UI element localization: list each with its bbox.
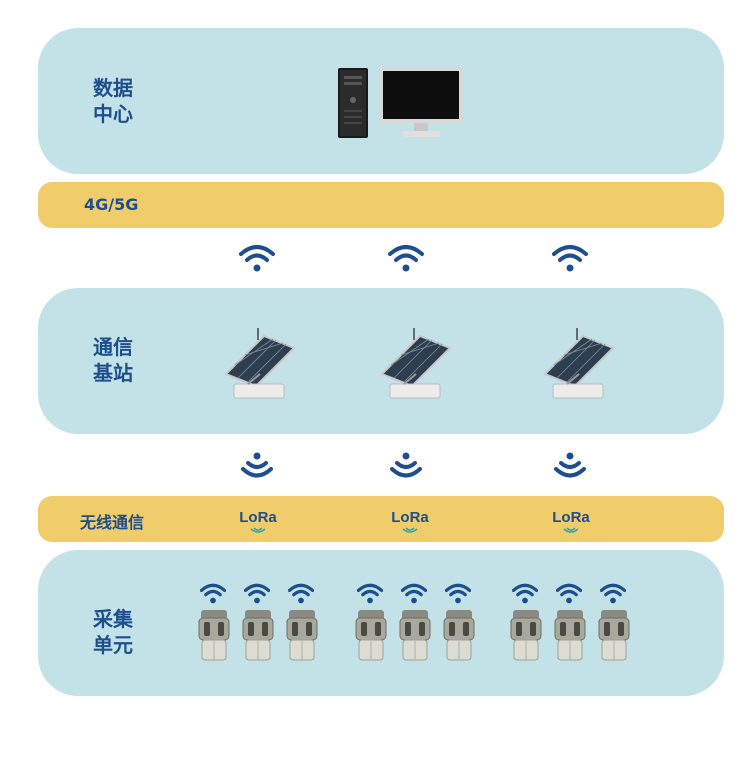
sensor-device-icon [355, 610, 387, 661]
lora-text: LoRa [239, 509, 277, 526]
base-station-label: 通信 基站 [93, 334, 133, 386]
lora-text: LoRa [552, 509, 590, 526]
wifi-icon [401, 583, 427, 604]
collection-label-line2: 单元 [93, 633, 133, 657]
sensor-device-icon [510, 610, 542, 661]
collection-label-line1: 采集 [93, 607, 133, 631]
signal-down-icon [390, 452, 422, 478]
sensor-device-icon [286, 610, 318, 661]
solar-panel-icon [224, 328, 296, 399]
base-station-panel [38, 288, 724, 434]
solar-panel-icon [543, 328, 615, 399]
data-center-label: 数据 中心 [93, 75, 133, 127]
wifi-icon [512, 583, 538, 604]
data-center-label-line2: 中心 [93, 102, 133, 126]
wifi-icon [445, 583, 471, 604]
wifi-icon [388, 245, 424, 272]
computer-tower-icon [338, 68, 368, 138]
signal-down-icon [554, 452, 586, 478]
wifi-icon [288, 583, 314, 604]
sensor-device-icon [242, 610, 274, 661]
lora-signal-icon [563, 527, 579, 533]
sensor-device-icon [554, 610, 586, 661]
base-station-label-line1: 通信 [93, 335, 133, 359]
wifi-icon [200, 583, 226, 604]
wireless-band [38, 496, 724, 542]
network-band-label: 4G/5G [84, 195, 139, 214]
wifi-icon [556, 583, 582, 604]
signal-down-icon [241, 452, 273, 478]
lora-logo: LoRa [546, 509, 596, 539]
wifi-icon [600, 583, 626, 604]
lora-text: LoRa [391, 509, 429, 526]
data-center-label-line1: 数据 [93, 76, 133, 100]
sensor-device-icon [598, 610, 630, 661]
lora-signal-icon [250, 527, 266, 533]
monitor-icon [379, 67, 463, 137]
wifi-icon [239, 245, 275, 272]
wifi-icon [357, 583, 383, 604]
solar-panel-icon [380, 328, 452, 399]
wifi-icon [244, 583, 270, 604]
sensor-device-icon [198, 610, 230, 661]
lora-logo: LoRa [233, 509, 283, 539]
collection-label: 采集 单元 [93, 606, 133, 658]
wifi-icon [552, 245, 588, 272]
wireless-band-label: 无线通信 [80, 513, 145, 532]
lora-signal-icon [402, 527, 418, 533]
lora-logo: LoRa [385, 509, 435, 539]
network-band [38, 182, 724, 228]
sensor-device-icon [443, 610, 475, 661]
sensor-device-icon [399, 610, 431, 661]
base-station-label-line2: 基站 [93, 361, 133, 385]
